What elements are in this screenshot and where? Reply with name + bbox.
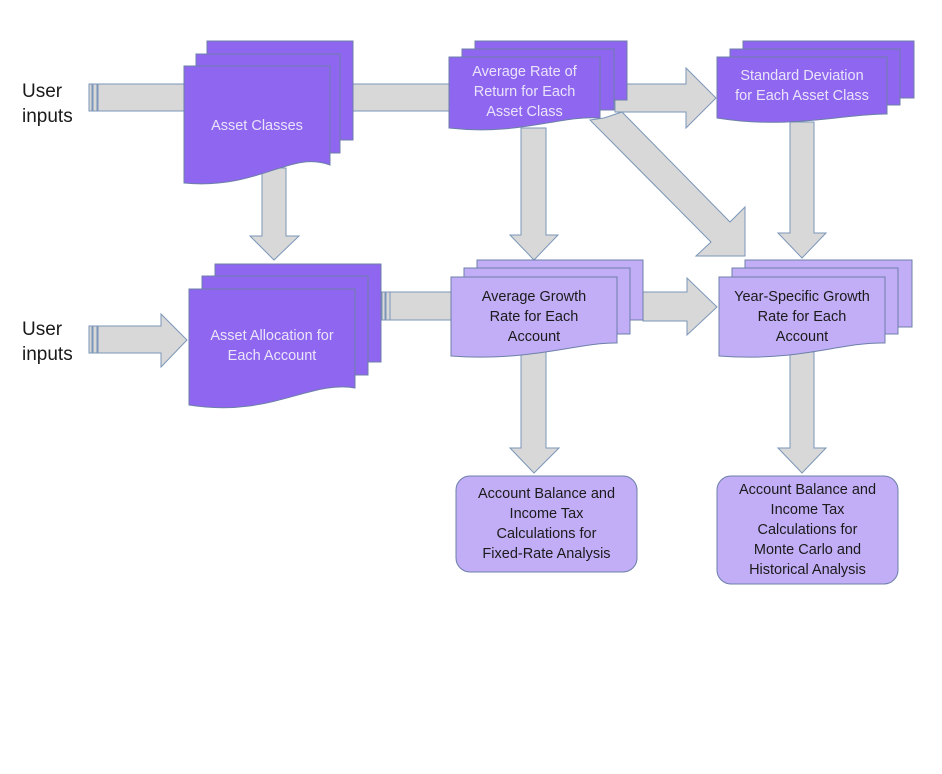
node-asset-allocation-label: Asset Allocation for Each Account [210, 328, 334, 364]
node-avg-rate-of-return[interactable] [448, 40, 628, 131]
node-fixed-rate-calc[interactable] [455, 475, 638, 573]
node-monte-carlo-calc-label: Account Balance and Income Tax Calculati… [738, 482, 877, 578]
arrow-year-specific-to-monte-carlo-calc [776, 351, 828, 474]
arrow-avg-rate-to-std-deviation [614, 66, 717, 130]
arrow-user-inputs-to-asset-allocation [88, 312, 188, 369]
node-asset-allocation[interactable] [188, 263, 382, 409]
node-std-deviation[interactable] [716, 40, 915, 123]
node-avg-growth-rate[interactable] [450, 259, 644, 358]
arrow-asset-allocation-to-avg-growth [381, 291, 453, 321]
node-year-specific-growth[interactable] [718, 259, 913, 358]
node-year-specific-growth-label: Year-Specific Growth Rate for Each Accou… [734, 289, 870, 345]
arrow-asset-classes-to-asset-allocation [248, 167, 301, 261]
node-std-deviation-label: Standard Deviation for Each Asset Class [735, 68, 869, 104]
user-inputs-label-bottom: User inputs [22, 319, 73, 365]
node-avg-growth-rate-label: Average Growth Rate for Each Account [481, 289, 587, 345]
arrow-avg-growth-to-fixed-rate-calc [508, 351, 561, 474]
arrow-user-inputs-to-asset-classes [88, 83, 189, 112]
node-fixed-rate-calc-label: Account Balance and Income Tax Calculati… [477, 486, 616, 562]
node-monte-carlo-calc[interactable] [716, 475, 899, 585]
arrow-asset-classes-to-avg-rate [349, 83, 453, 112]
arrow-avg-growth-to-year-specific [642, 276, 718, 337]
node-asset-classes[interactable] [183, 40, 354, 185]
node-asset-classes-label: Asset Classes [211, 118, 303, 134]
arrow-avg-rate-to-avg-growth [508, 127, 560, 261]
arrow-avg-rate-to-year-specific [588, 111, 746, 257]
arrow-std-deviation-to-year-specific [776, 121, 828, 259]
user-inputs-label-top: User inputs [22, 81, 73, 127]
node-avg-rate-of-return-label: Average Rate of Return for Each Asset Cl… [472, 64, 577, 120]
